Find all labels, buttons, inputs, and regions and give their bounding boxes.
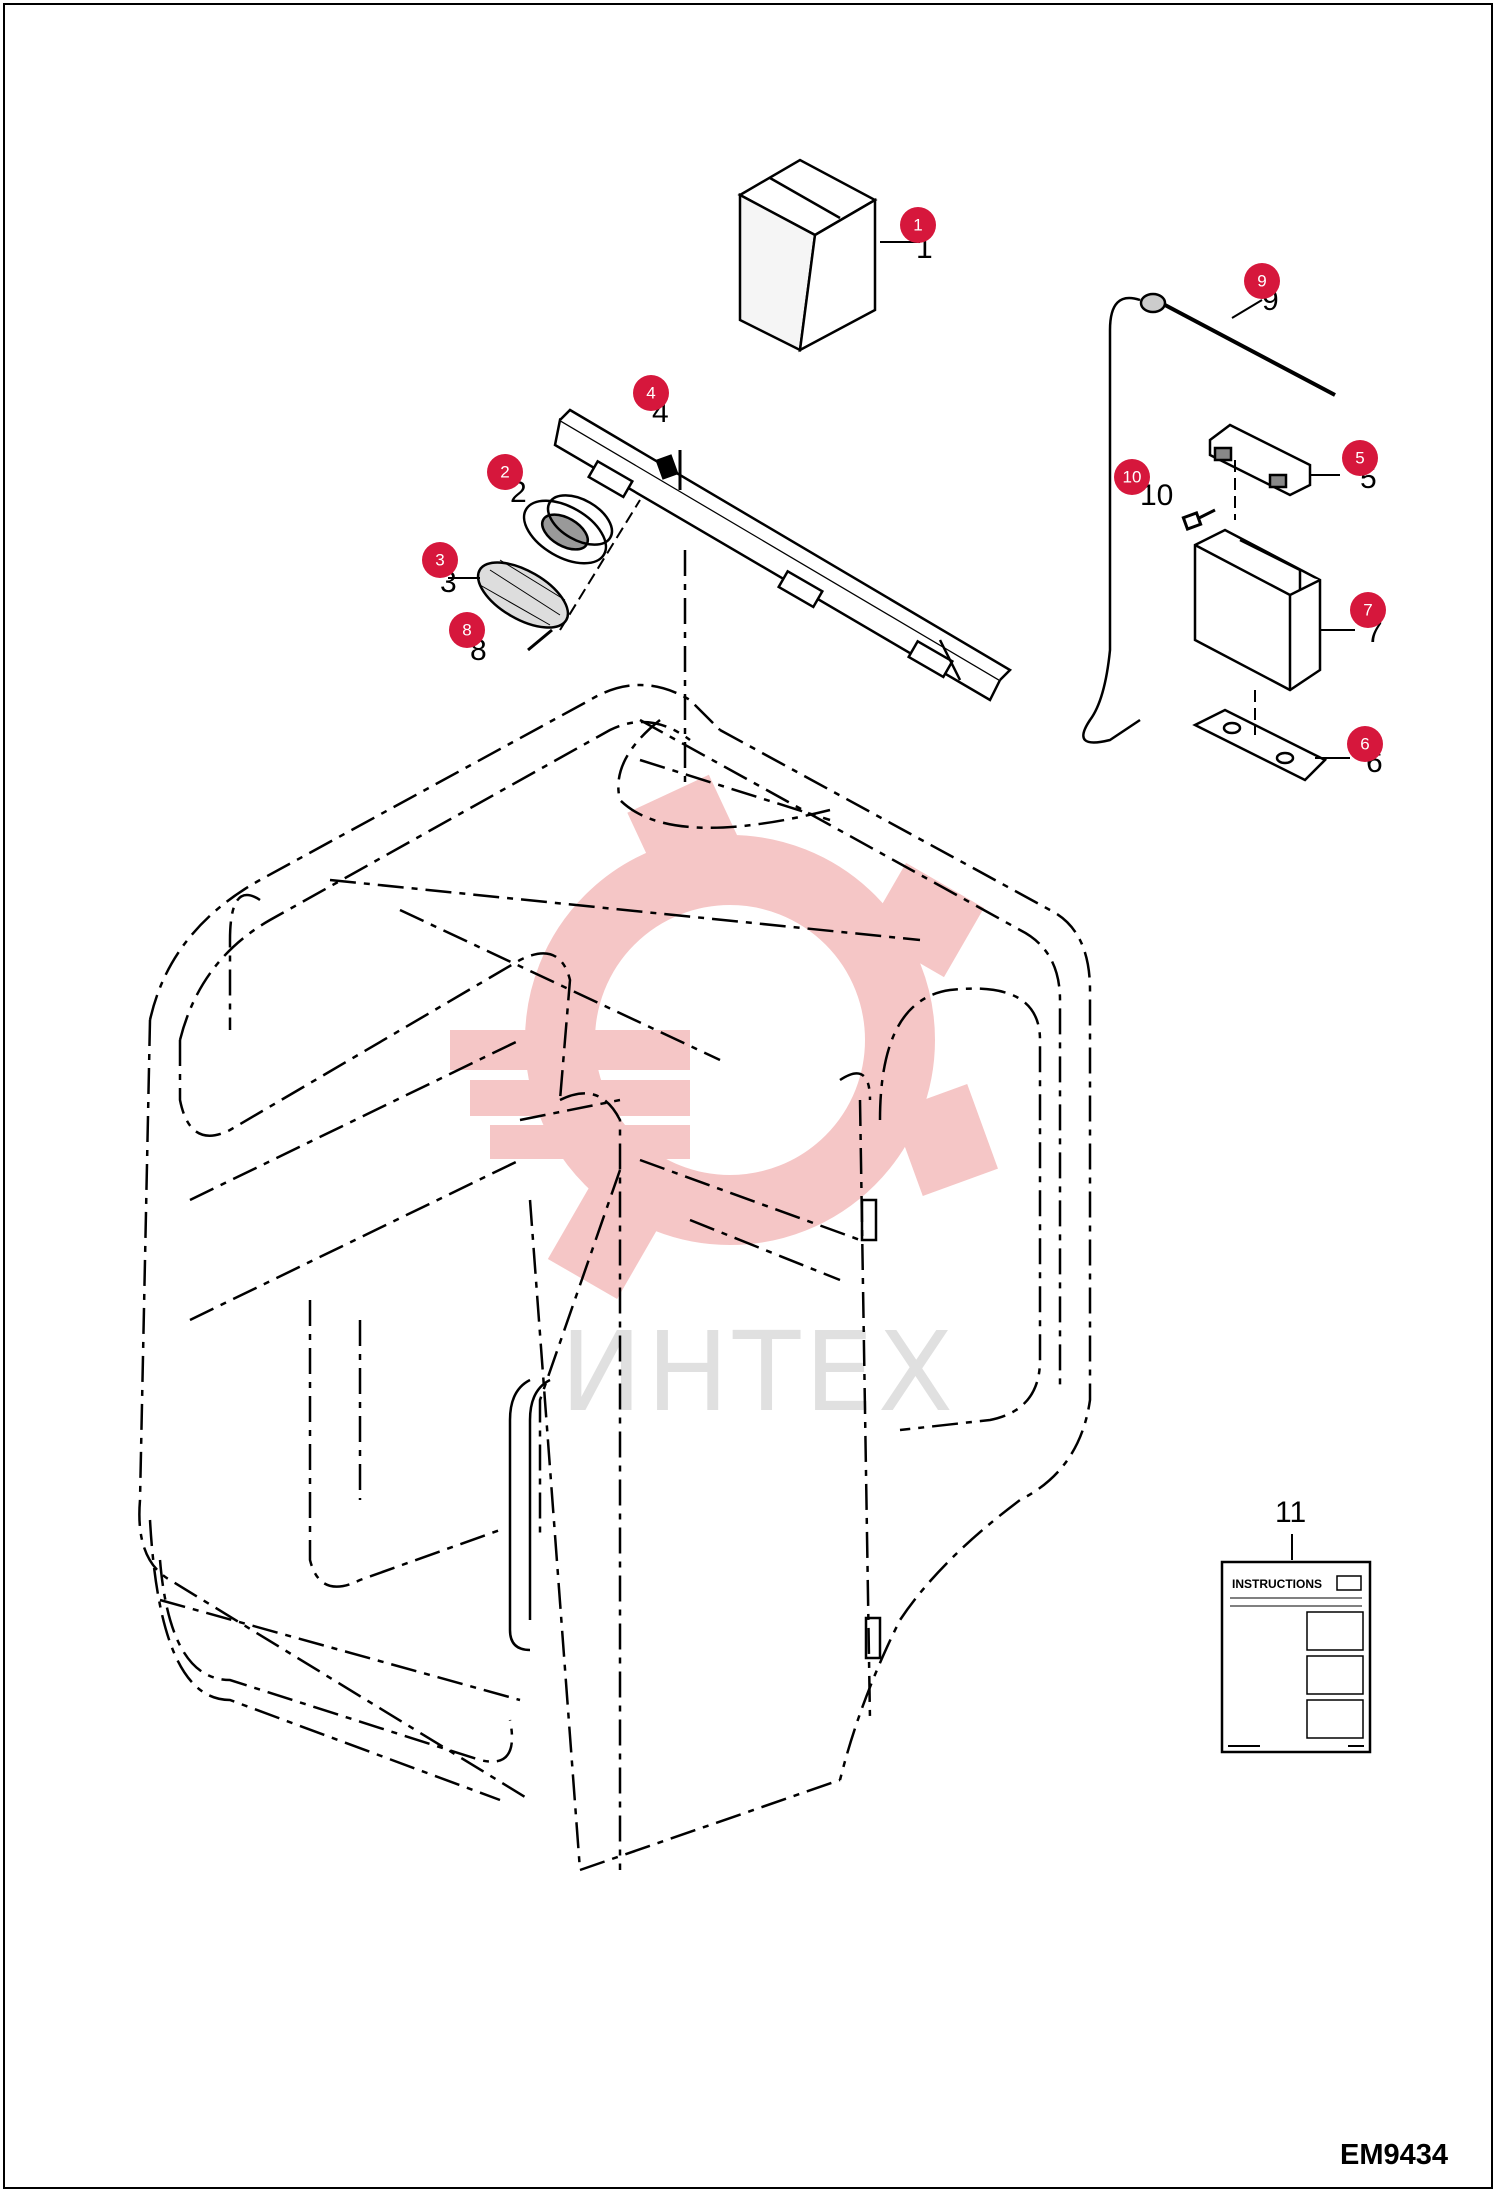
watermark-logo	[450, 774, 998, 1299]
leader-line	[559, 499, 641, 631]
callout-9[interactable]: 9	[1244, 263, 1280, 299]
callout-4[interactable]: 4	[633, 375, 669, 411]
part-6-mount-plate	[1192, 708, 1328, 782]
part-9-antenna	[1082, 292, 1336, 744]
watermark-text: ИНТЕХ	[560, 1308, 957, 1436]
part-11-instructions-booklet: INSTRUCTIONS	[1220, 1560, 1372, 1754]
booklet-title: INSTRUCTIONS	[1232, 1577, 1322, 1591]
svg-text:9: 9	[1257, 272, 1266, 291]
svg-text:8: 8	[462, 621, 471, 640]
cab-outline	[138, 683, 1092, 1872]
callout-6[interactable]: 6	[1347, 726, 1383, 762]
svg-text:4: 4	[646, 384, 655, 403]
part-2-speaker	[522, 494, 614, 565]
diagram-frame	[3, 3, 1493, 2189]
label-11: 11	[1275, 1496, 1306, 1529]
part-4-bolt	[655, 450, 682, 490]
part-1-kit-box	[737, 158, 878, 353]
callout-8[interactable]: 8	[449, 612, 485, 648]
speaker-mount-panel	[553, 408, 1013, 702]
cab-handle	[508, 1198, 882, 1660]
callout-10[interactable]: 10	[1114, 459, 1150, 495]
callout-3[interactable]: 3	[422, 542, 458, 578]
svg-text:2: 2	[500, 463, 509, 482]
part-8-screw	[527, 628, 553, 652]
svg-text:3: 3	[435, 551, 444, 570]
part-5-radio-cover	[1208, 423, 1312, 497]
callout-7[interactable]: 7	[1350, 592, 1386, 628]
part-7-radio	[1193, 528, 1322, 692]
callout-leaders	[448, 241, 1355, 1560]
diagram-code: EM9434	[1339, 2139, 1448, 2171]
callout-5[interactable]: 5	[1342, 440, 1378, 476]
callout-1[interactable]: 1	[900, 207, 936, 243]
svg-text:1: 1	[913, 216, 922, 235]
svg-text:5: 5	[1355, 449, 1364, 468]
leader-line	[1234, 460, 1256, 735]
callout-2[interactable]: 2	[487, 454, 523, 490]
svg-text:7: 7	[1363, 601, 1372, 620]
svg-text:6: 6	[1360, 735, 1369, 754]
part-10-screw	[1181, 508, 1216, 531]
svg-text:10: 10	[1123, 468, 1142, 487]
